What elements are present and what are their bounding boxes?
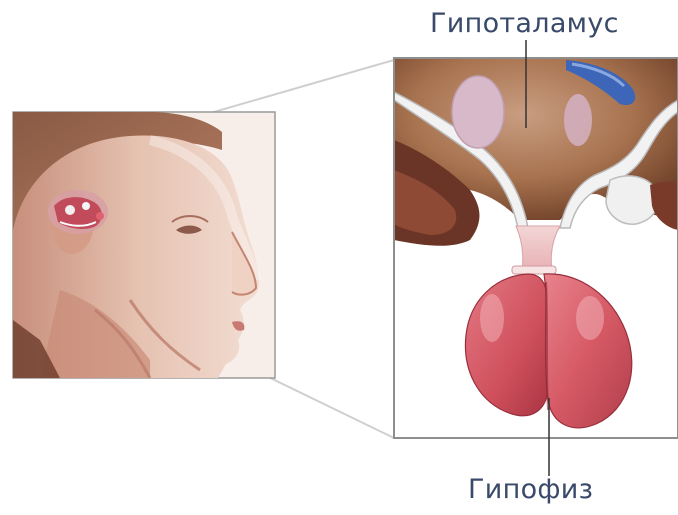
enlarged-anatomy-panel	[394, 58, 678, 438]
pituitary-label: Гипофиз	[468, 476, 593, 503]
connector-line-bottom	[258, 372, 394, 438]
brain-section	[48, 190, 108, 234]
hypothalamus-label: Гипоталамус	[430, 10, 619, 37]
connector-line-top	[200, 60, 394, 116]
head-profile-panel	[13, 112, 275, 378]
